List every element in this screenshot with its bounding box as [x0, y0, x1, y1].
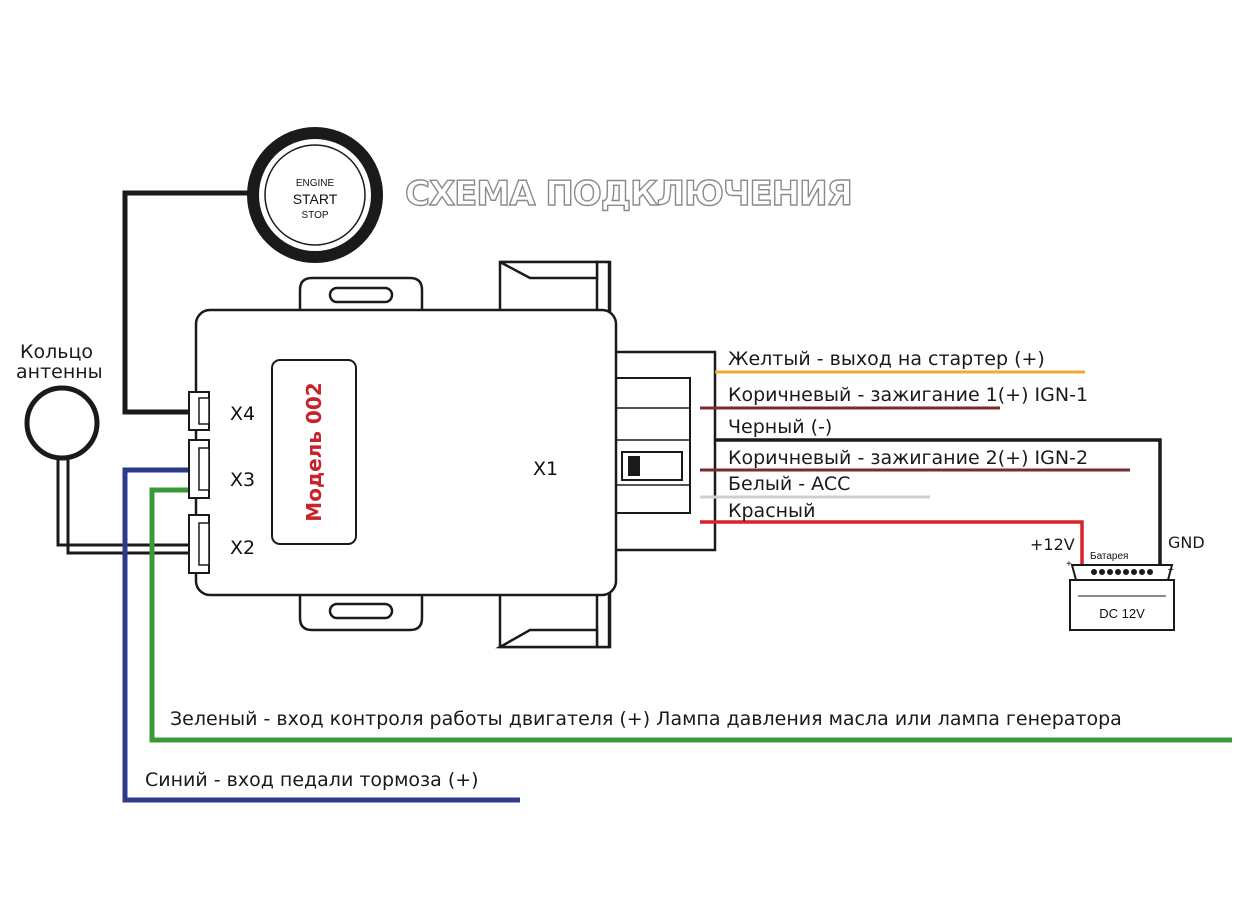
start-button-line3: STOP — [301, 210, 328, 221]
battery-name: Батарея — [1090, 551, 1128, 562]
battery-plus-label: +12V — [1030, 535, 1075, 554]
antenna-label-line2: антенны — [16, 361, 103, 383]
yellow-wire-label: Желтый - выход на стартер (+) — [728, 348, 1045, 370]
red-wire-label: Красный — [728, 500, 815, 522]
brown-wire-2-label: Коричневый - зажигание 2(+) IGN-2 — [728, 447, 1088, 469]
start-button-wire — [122, 190, 255, 415]
start-button-line2: START — [293, 191, 338, 207]
antenna-ring — [24, 385, 100, 461]
battery-gnd-label: GND — [1168, 533, 1205, 552]
battery-plus-sign: + — [1066, 559, 1072, 570]
left-connectors — [188, 391, 210, 574]
model-label: Модель 002 — [302, 382, 326, 521]
green-wire-label: Зеленый - вход контроля работы двигателя… — [170, 708, 1122, 730]
black-wire — [715, 438, 1162, 565]
antenna-wire-b — [66, 458, 200, 555]
antenna-label-line1: Кольцо — [20, 341, 93, 363]
control-module: Модель 002 — [194, 276, 618, 632]
port-x1-label: X1 — [533, 458, 558, 480]
green-wire — [149, 487, 1232, 743]
brown-wire-1-label: Коричневый - зажигание 1(+) IGN-1 — [728, 384, 1088, 406]
port-x2-label: X2 — [230, 537, 255, 559]
white-wire-label: Белый - ACC — [728, 473, 850, 495]
red-wire — [700, 520, 1084, 565]
battery-minus-sign: – — [1168, 564, 1174, 575]
black-wire-label: Черный (-) — [728, 416, 832, 438]
diagram-title: СХЕМА ПОДКЛЮЧЕНИЯ — [405, 174, 852, 214]
start-button-line1: ENGINE — [296, 178, 335, 189]
battery: Батарея + – DC 12V — [1066, 551, 1175, 631]
port-x4-label: X4 — [230, 403, 255, 425]
engine-start-stop-button: ENGINE START STOP — [247, 127, 383, 263]
port-x3-label: X3 — [230, 469, 255, 491]
battery-rating: DC 12V — [1099, 606, 1145, 621]
blue-wire — [122, 467, 520, 803]
blue-wire-label: Синий - вход педали тормоза (+) — [145, 769, 479, 791]
